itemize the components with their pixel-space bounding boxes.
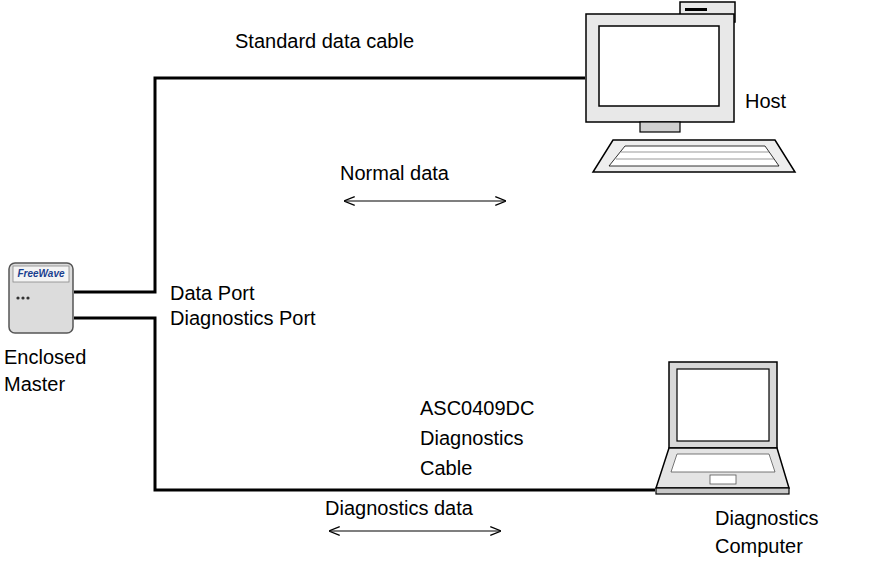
cable-label: ASC0409DC Diagnostics Cable [420, 393, 550, 483]
cable-line [74, 78, 585, 292]
diagnostics-computer: Diagnostics Computer [655, 360, 790, 500]
cable-line [74, 318, 655, 490]
port-label: Data Port [170, 280, 310, 307]
diagnostics-data-arrow [330, 530, 500, 531]
computer-label: Host [745, 88, 805, 115]
brand-logo: FreeWave [13, 266, 69, 282]
radio-device: FreeWaveEnclosed Master [8, 262, 74, 334]
host-computer: Host [585, 0, 800, 180]
normal-data-arrow [345, 200, 505, 201]
port-label: Diagnostics Port [170, 305, 360, 332]
flow-label: Normal data [340, 160, 500, 187]
computer-label: Diagnostics Computer [715, 504, 840, 560]
device-label: Enclosed Master [4, 344, 96, 398]
cable-label: Standard data cable [235, 26, 465, 56]
laptop-computer-art [655, 360, 790, 500]
flow-label: Diagnostics data [325, 495, 515, 522]
